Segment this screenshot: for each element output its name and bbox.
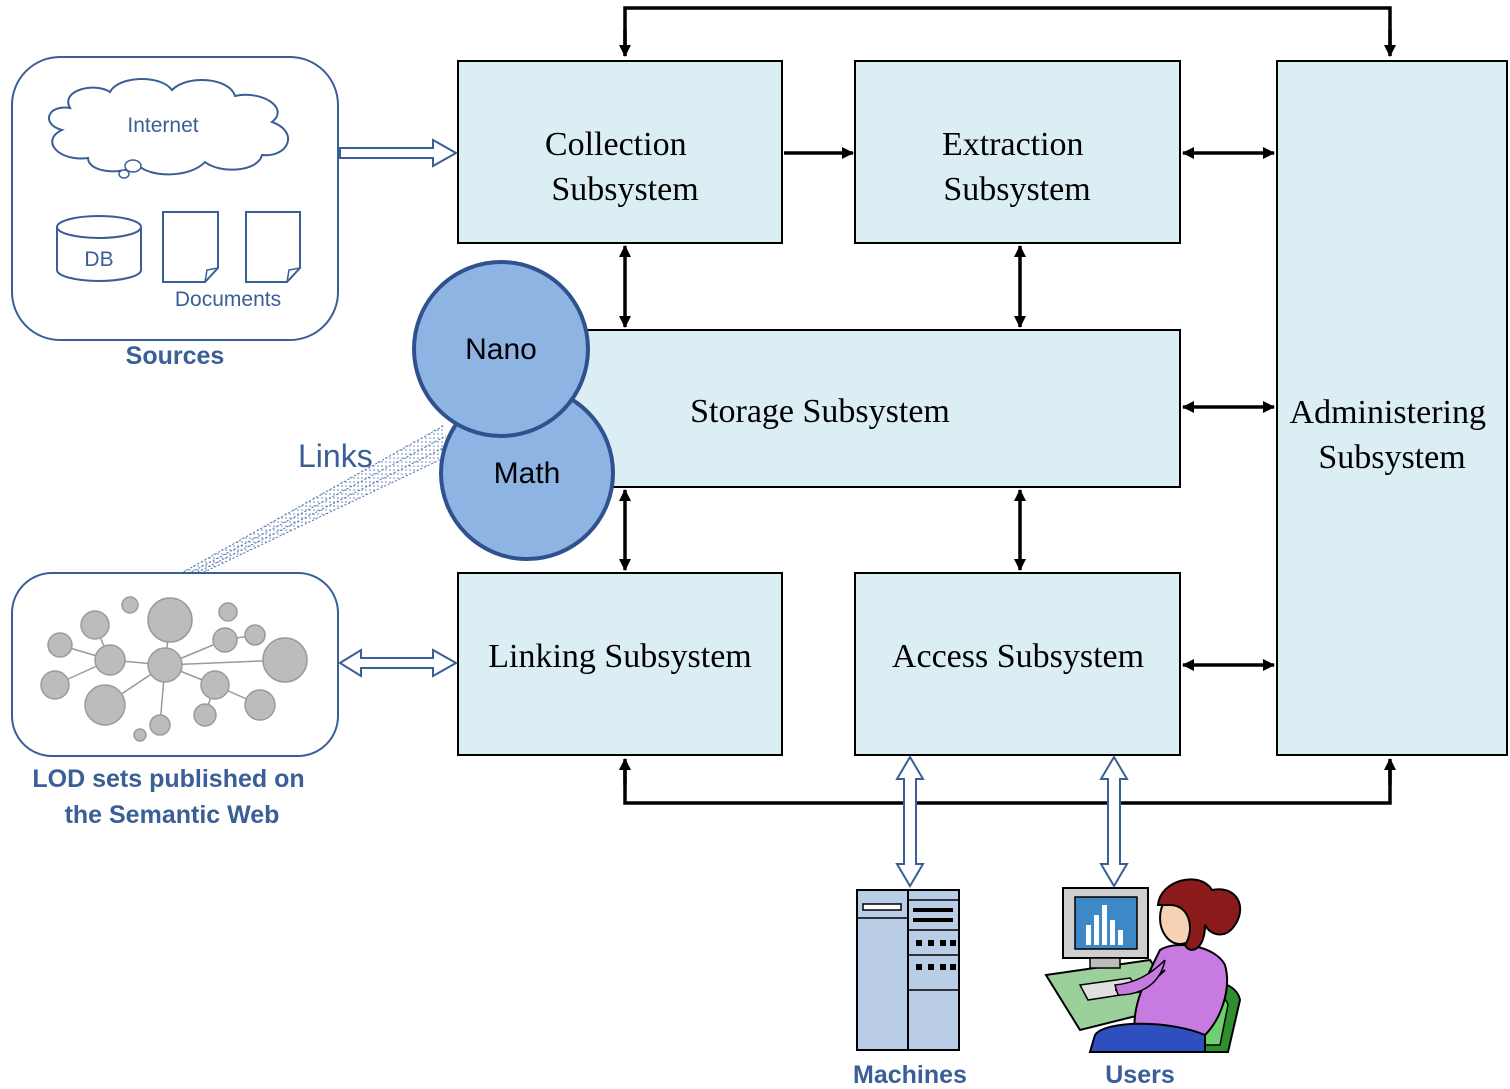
access-users-arrow bbox=[1099, 755, 1129, 888]
nano-collection-circle bbox=[412, 260, 590, 438]
internet-label: Internet bbox=[127, 114, 198, 137]
sources-panel: Internet DB Documents bbox=[11, 56, 339, 341]
lod-caption-line-2: the Semantic Web bbox=[65, 801, 280, 829]
users-label: Users bbox=[1105, 1061, 1175, 1089]
collection-subsystem-label-2: Subsystem bbox=[551, 171, 698, 208]
document-icon bbox=[245, 211, 301, 283]
server-icon bbox=[856, 889, 960, 1051]
collection-subsystem-label-1: Collection bbox=[545, 126, 687, 163]
linking-subsystem-label: Linking Subsystem bbox=[488, 638, 752, 675]
sources-to-collection-arrow bbox=[339, 138, 459, 168]
top-loop-connector bbox=[619, 6, 1396, 57]
lod-caption-line-1: LOD sets published on bbox=[32, 765, 304, 793]
lod-cloud-graph-icon bbox=[40, 596, 308, 742]
administering-subsystem-label-1: Administering bbox=[1290, 394, 1486, 431]
access-subsystem-label: Access Subsystem bbox=[892, 638, 1144, 675]
svg-text:Collection Subsystem: Collection Subsystem bbox=[545, 126, 699, 208]
extraction-subsystem-box bbox=[854, 60, 1181, 244]
machines-label: Machines bbox=[853, 1061, 967, 1089]
lod-panel bbox=[11, 572, 339, 757]
internal-connectors bbox=[619, 147, 1275, 671]
documents-label: Documents bbox=[175, 288, 281, 311]
user-at-computer-icon bbox=[1044, 878, 1242, 1053]
document-icon bbox=[162, 211, 219, 283]
lod-linking-arrow bbox=[338, 648, 459, 678]
sources-caption: Sources bbox=[126, 342, 225, 370]
svg-text:Extraction Subsystem: Extraction Subsystem bbox=[942, 126, 1092, 208]
db-label: DB bbox=[84, 248, 113, 271]
math-label: Math bbox=[494, 457, 561, 490]
extraction-subsystem-label-2: Subsystem bbox=[943, 171, 1090, 208]
administering-subsystem-label-2: Subsystem bbox=[1318, 439, 1465, 476]
access-machines-arrow bbox=[895, 755, 925, 888]
administering-subsystem-box bbox=[1276, 60, 1508, 756]
links-dotted-band bbox=[178, 424, 449, 575]
extraction-subsystem-label-1: Extraction bbox=[942, 126, 1084, 163]
svg-text:Administering Subsystem: Administering Subsystem bbox=[1290, 394, 1495, 476]
storage-subsystem-box bbox=[539, 329, 1181, 488]
database-icon bbox=[56, 215, 142, 282]
access-subsystem-box bbox=[854, 572, 1181, 756]
cloud-icon bbox=[48, 77, 290, 179]
nano-label: Nano bbox=[465, 333, 537, 366]
linking-subsystem-box bbox=[457, 572, 783, 756]
collection-subsystem-box bbox=[457, 60, 783, 244]
links-label: Links bbox=[298, 438, 373, 474]
bottom-loop-connector bbox=[619, 758, 1396, 805]
storage-subsystem-label: Storage Subsystem bbox=[690, 393, 950, 430]
svg-text:LOD sets published on the: LOD sets published on the Semantic Web bbox=[32, 765, 311, 829]
